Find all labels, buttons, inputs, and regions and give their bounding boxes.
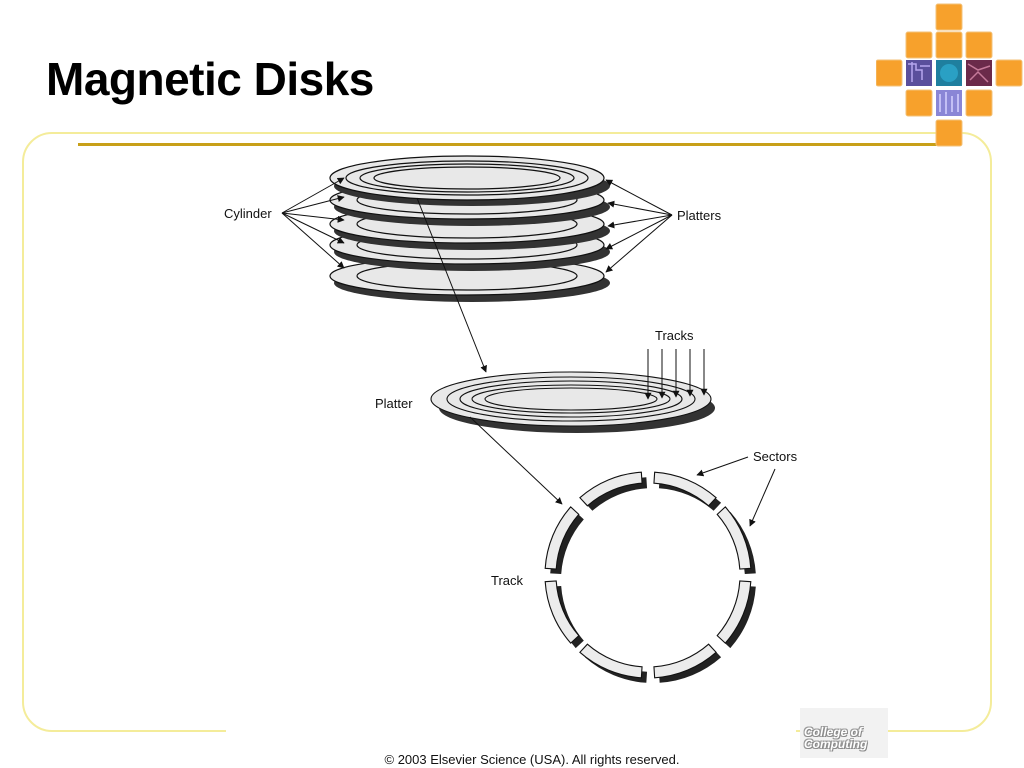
sector-2 [716, 506, 752, 570]
sector-6 [544, 580, 580, 644]
track-ring [544, 471, 756, 683]
sector-7 [544, 506, 580, 570]
title-underline [78, 143, 948, 146]
tracks-arrows [644, 349, 708, 400]
platter-stack [329, 155, 610, 302]
sector-5 [579, 643, 643, 679]
decorative-tile-logo [876, 3, 1023, 147]
stack-to-platter-arrow [416, 197, 487, 373]
label-track: Track [491, 573, 524, 588]
platters-arrows [605, 179, 673, 273]
sector-4 [653, 643, 717, 679]
college-of-computing-logo: College of Computing [800, 708, 888, 758]
sector-3 [716, 580, 752, 644]
college-logo-line1: College of [804, 725, 863, 739]
slide-title: Magnetic Disks [46, 53, 374, 105]
sectors-arrows [696, 456, 776, 527]
label-tracks: Tracks [655, 328, 694, 343]
college-logo-line2: Computing [804, 737, 868, 751]
platter-to-track-arrow [469, 416, 563, 505]
label-sectors: Sectors [753, 449, 798, 464]
sector-8 [579, 471, 643, 507]
stack-platter-1 [329, 155, 610, 206]
copyright-notice: © 2003 Elsevier Science (USA). All right… [384, 752, 680, 767]
single-platter [430, 371, 715, 433]
sector-1 [653, 471, 717, 507]
label-platter: Platter [375, 396, 413, 411]
label-platters: Platters [677, 208, 722, 223]
label-cylinder: Cylinder [224, 206, 272, 221]
frame-gap [226, 728, 796, 738]
cylinder-arrows [281, 177, 345, 269]
